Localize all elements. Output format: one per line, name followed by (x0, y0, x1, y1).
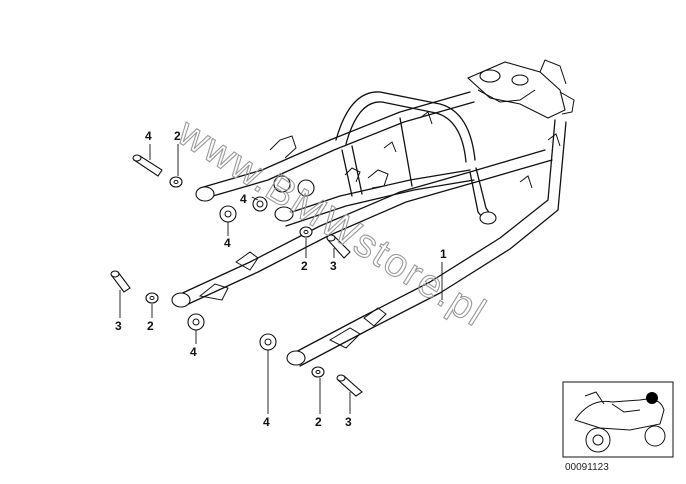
callout-label: 3 (330, 259, 337, 273)
bushing-icon[interactable] (219, 205, 237, 223)
callout-label: 2 (301, 259, 308, 273)
callout-label: 2 (174, 129, 181, 143)
bolt-icon[interactable] (110, 270, 131, 293)
washer-icon[interactable] (169, 176, 183, 188)
callout-label: 3 (345, 415, 352, 429)
bushing-icon[interactable] (259, 333, 277, 351)
bolt-icon[interactable] (132, 154, 163, 177)
callout-label: 4 (190, 345, 197, 359)
watermark-text: www.BMWstore.pl (169, 110, 494, 336)
rear-frame-drawing[interactable] (171, 59, 575, 367)
bushing-icon[interactable] (187, 313, 205, 331)
leader-lines (119, 144, 443, 414)
callout-label: 4 (240, 192, 247, 206)
motorcycle-thumbnail-icon[interactable] (562, 381, 674, 458)
callout-label: 4 (145, 129, 152, 143)
callout-label: 1 (440, 247, 447, 261)
callout-label: 2 (315, 415, 322, 429)
washer-icon[interactable] (311, 366, 325, 378)
diagram-code: 00091123 (565, 462, 609, 473)
callout-label: 4 (224, 236, 231, 250)
callout-label: 2 (147, 319, 154, 333)
washer-icon[interactable] (145, 292, 159, 304)
bushing-icon[interactable] (252, 196, 268, 212)
bolt-icon[interactable] (336, 374, 363, 397)
bolt-icon[interactable] (326, 234, 351, 259)
callout-label: 3 (115, 319, 122, 333)
washer-icon[interactable] (299, 226, 313, 238)
callout-label: 4 (263, 415, 270, 429)
